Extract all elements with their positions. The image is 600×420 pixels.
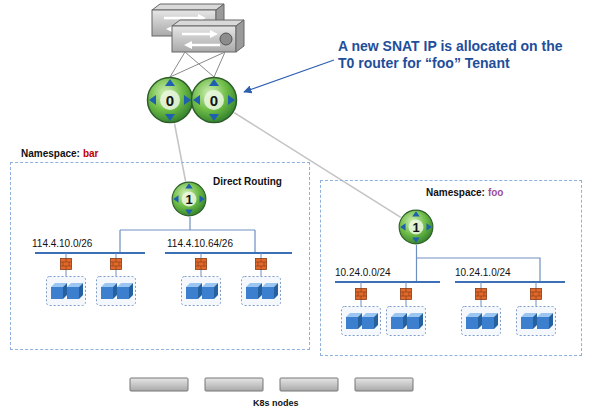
- uplink-connector: [175, 124, 186, 182]
- router-disc: [399, 210, 433, 244]
- pod-icon: [462, 307, 501, 336]
- router-arrow: [209, 114, 219, 121]
- callout-arrow: [244, 60, 334, 92]
- namespace-heading: Namespace:bar: [21, 148, 98, 160]
- server-icon: [130, 378, 413, 391]
- firewall-icon: [356, 289, 367, 300]
- router-tier: 1: [185, 193, 192, 206]
- router-arrow: [165, 114, 175, 121]
- router-core: [182, 192, 197, 207]
- switch-icon: [172, 20, 244, 52]
- router-arrow: [412, 211, 420, 216]
- firewall-icon: [476, 289, 487, 300]
- pod-icon: [97, 277, 136, 306]
- callout-text: A new SNAT IP is allocated on the T0 rou…: [338, 38, 574, 72]
- subnet-label: 114.4.10.64/26: [167, 238, 233, 250]
- namespace-caption: Namespace:: [21, 148, 80, 159]
- router-arrow: [209, 79, 219, 86]
- router-arrow: [412, 238, 420, 243]
- namespace-box: Namespace:bar1: [10, 162, 310, 350]
- router-disc: [192, 78, 237, 123]
- subnet-label: 10.24.1.0/24: [455, 267, 511, 279]
- firewall-icon: [61, 259, 72, 270]
- router-arrow: [185, 210, 193, 215]
- router-arrow: [185, 183, 193, 188]
- namespace-name: foo: [488, 187, 504, 198]
- router-disc: [172, 182, 206, 216]
- router-tier: 0: [166, 93, 174, 108]
- router-core: [409, 220, 424, 235]
- router-tier: 1: [412, 221, 419, 234]
- group-label: K8s nodes: [253, 398, 299, 409]
- pod-icon: [47, 277, 86, 306]
- router-arrow: [427, 223, 432, 231]
- namespace-name: bar: [83, 148, 99, 159]
- router-arrow: [200, 195, 205, 203]
- router-node: 0: [146, 76, 194, 124]
- segment-wiring: [335, 245, 565, 306]
- router-arrow: [173, 195, 178, 203]
- router-arrow: [149, 95, 156, 105]
- pod-icon: [517, 307, 556, 336]
- router-core: [204, 90, 224, 110]
- note-text: Direct Routing: [213, 176, 282, 188]
- subnet-label: 10.24.0.0/24: [335, 267, 391, 279]
- uplink-wires: [170, 52, 225, 77]
- pod-icon: [242, 277, 281, 306]
- router-disc: [148, 78, 193, 123]
- router-tier: 0: [210, 93, 218, 108]
- firewall-icon: [256, 259, 267, 270]
- firewall-icon: [196, 259, 207, 270]
- router-node: 0: [190, 76, 238, 124]
- router-arrow: [184, 95, 191, 105]
- namespace-caption: Namespace:: [426, 187, 485, 198]
- pod-icon: [182, 277, 221, 306]
- firewall-icon: [531, 289, 542, 300]
- router-arrow: [193, 95, 200, 105]
- pod-icon: [342, 307, 381, 336]
- router-node: 1: [171, 181, 207, 217]
- firewall-icon: [401, 289, 412, 300]
- namespace-heading: Namespace:foo: [426, 187, 503, 199]
- router-node: 1: [398, 209, 434, 245]
- router-core: [160, 90, 180, 110]
- router-arrow: [228, 95, 235, 105]
- uplink-connector: [234, 113, 400, 218]
- firewall-icon: [111, 259, 122, 270]
- router-arrow: [400, 223, 405, 231]
- subnet-label: 114.4.10.0/26: [32, 238, 92, 250]
- pod-icon: [387, 307, 426, 336]
- router-arrow: [165, 79, 175, 86]
